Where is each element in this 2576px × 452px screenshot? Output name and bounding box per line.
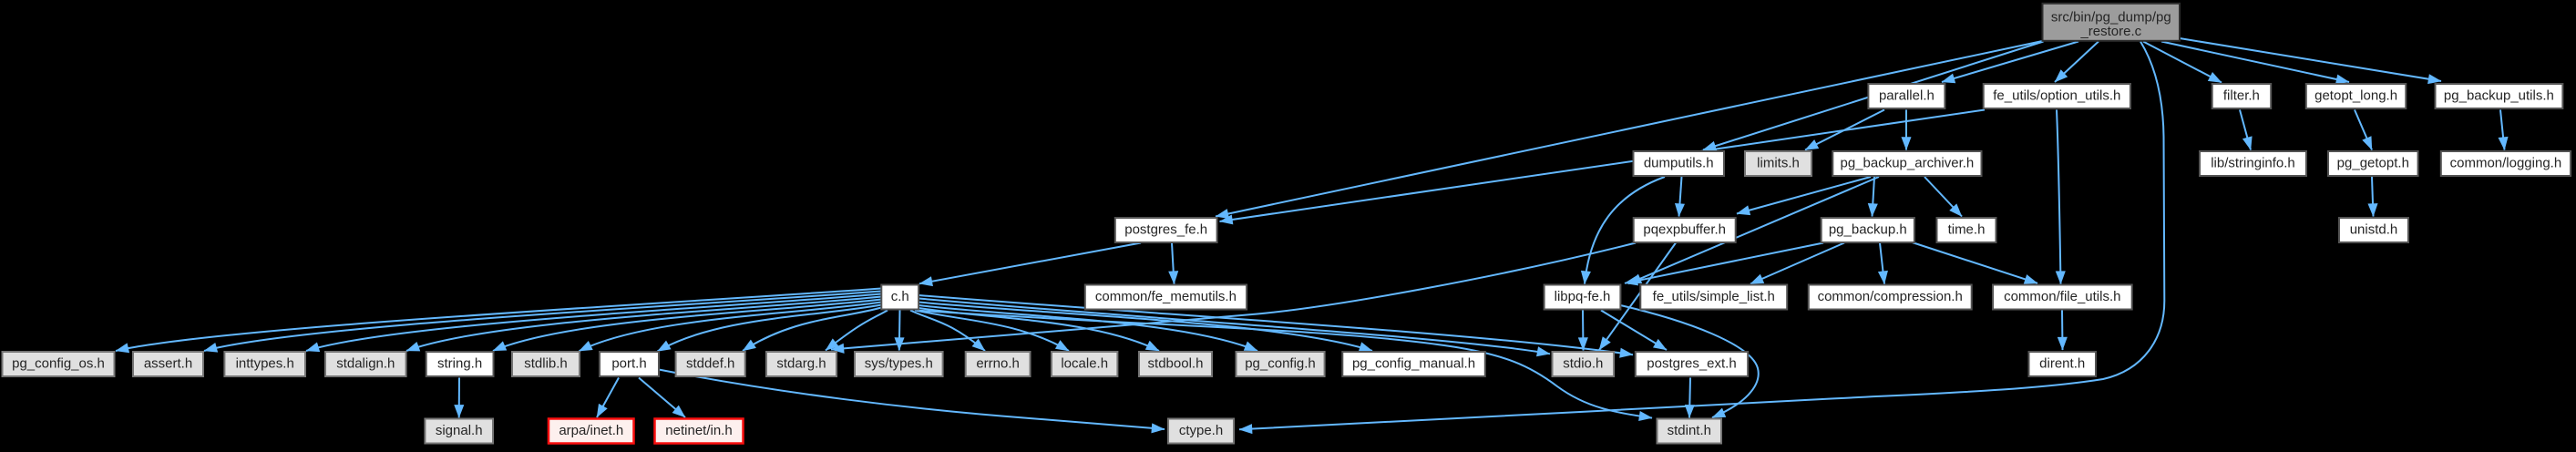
svg-text:pg_config_os.h: pg_config_os.h (12, 356, 105, 372)
svg-text:dirent.h: dirent.h (2039, 356, 2085, 372)
svg-text:locale.h: locale.h (1061, 356, 1108, 372)
svg-text:pg_backup_archiver.h: pg_backup_archiver.h (1841, 156, 1975, 171)
svg-text:signal.h: signal.h (436, 423, 483, 438)
svg-text:assert.h: assert.h (144, 356, 192, 372)
svg-text:stdbool.h: stdbool.h (1148, 356, 1204, 372)
svg-text:fe_utils/simple_list.h: fe_utils/simple_list.h (1653, 289, 1775, 304)
svg-text:stdint.h: stdint.h (1668, 423, 1711, 438)
svg-text:common/logging.h: common/logging.h (2450, 156, 2562, 171)
svg-text:_restore.c: _restore.c (2079, 24, 2141, 39)
svg-text:common/compression.h: common/compression.h (1818, 289, 1963, 304)
svg-text:string.h: string.h (437, 356, 482, 372)
svg-text:time.h: time.h (1948, 222, 1986, 238)
svg-text:lib/stringinfo.h: lib/stringinfo.h (2211, 156, 2295, 171)
svg-text:pg_config.h: pg_config.h (1245, 356, 1316, 372)
svg-text:stdlib.h: stdlib.h (524, 356, 568, 372)
svg-text:netinet/in.h: netinet/in.h (665, 423, 732, 438)
svg-text:postgres_fe.h: postgres_fe.h (1124, 222, 1207, 238)
svg-text:pg_getopt.h: pg_getopt.h (2337, 156, 2409, 171)
svg-text:common/fe_memutils.h: common/fe_memutils.h (1095, 289, 1237, 304)
svg-text:libpq-fe.h: libpq-fe.h (1555, 289, 1611, 304)
svg-text:arpa/inet.h: arpa/inet.h (559, 423, 623, 438)
svg-text:port.h: port.h (611, 356, 646, 372)
svg-text:dumputils.h: dumputils.h (1644, 156, 1714, 171)
svg-text:pqexpbuffer.h: pqexpbuffer.h (1643, 222, 1726, 238)
svg-text:pg_config_manual.h: pg_config_manual.h (1352, 356, 1475, 372)
svg-text:stdalign.h: stdalign.h (336, 356, 395, 372)
svg-text:pg_backup.h: pg_backup.h (1829, 222, 1907, 238)
svg-text:inttypes.h: inttypes.h (236, 356, 294, 372)
svg-text:ctype.h: ctype.h (1179, 423, 1223, 438)
svg-text:parallel.h: parallel.h (1879, 88, 1935, 104)
svg-text:limits.h: limits.h (1757, 156, 1800, 171)
svg-text:sys/types.h: sys/types.h (865, 356, 933, 372)
svg-text:common/file_utils.h: common/file_utils.h (2004, 289, 2120, 304)
svg-text:errno.h: errno.h (976, 356, 1020, 372)
svg-text:unistd.h: unistd.h (2350, 222, 2398, 238)
svg-text:fe_utils/option_utils.h: fe_utils/option_utils.h (1993, 88, 2120, 104)
svg-text:src/bin/pg_dump/pg: src/bin/pg_dump/pg (2051, 9, 2171, 25)
svg-text:stddef.h: stddef.h (686, 356, 734, 372)
svg-text:filter.h: filter.h (2223, 88, 2260, 104)
svg-text:c.h: c.h (891, 289, 909, 304)
svg-text:postgres_ext.h: postgres_ext.h (1647, 356, 1736, 372)
svg-text:pg_backup_utils.h: pg_backup_utils.h (2444, 88, 2554, 104)
svg-text:getopt_long.h: getopt_long.h (2314, 88, 2397, 104)
svg-text:stdio.h: stdio.h (1563, 356, 1603, 372)
svg-text:stdarg.h: stdarg.h (776, 356, 826, 372)
